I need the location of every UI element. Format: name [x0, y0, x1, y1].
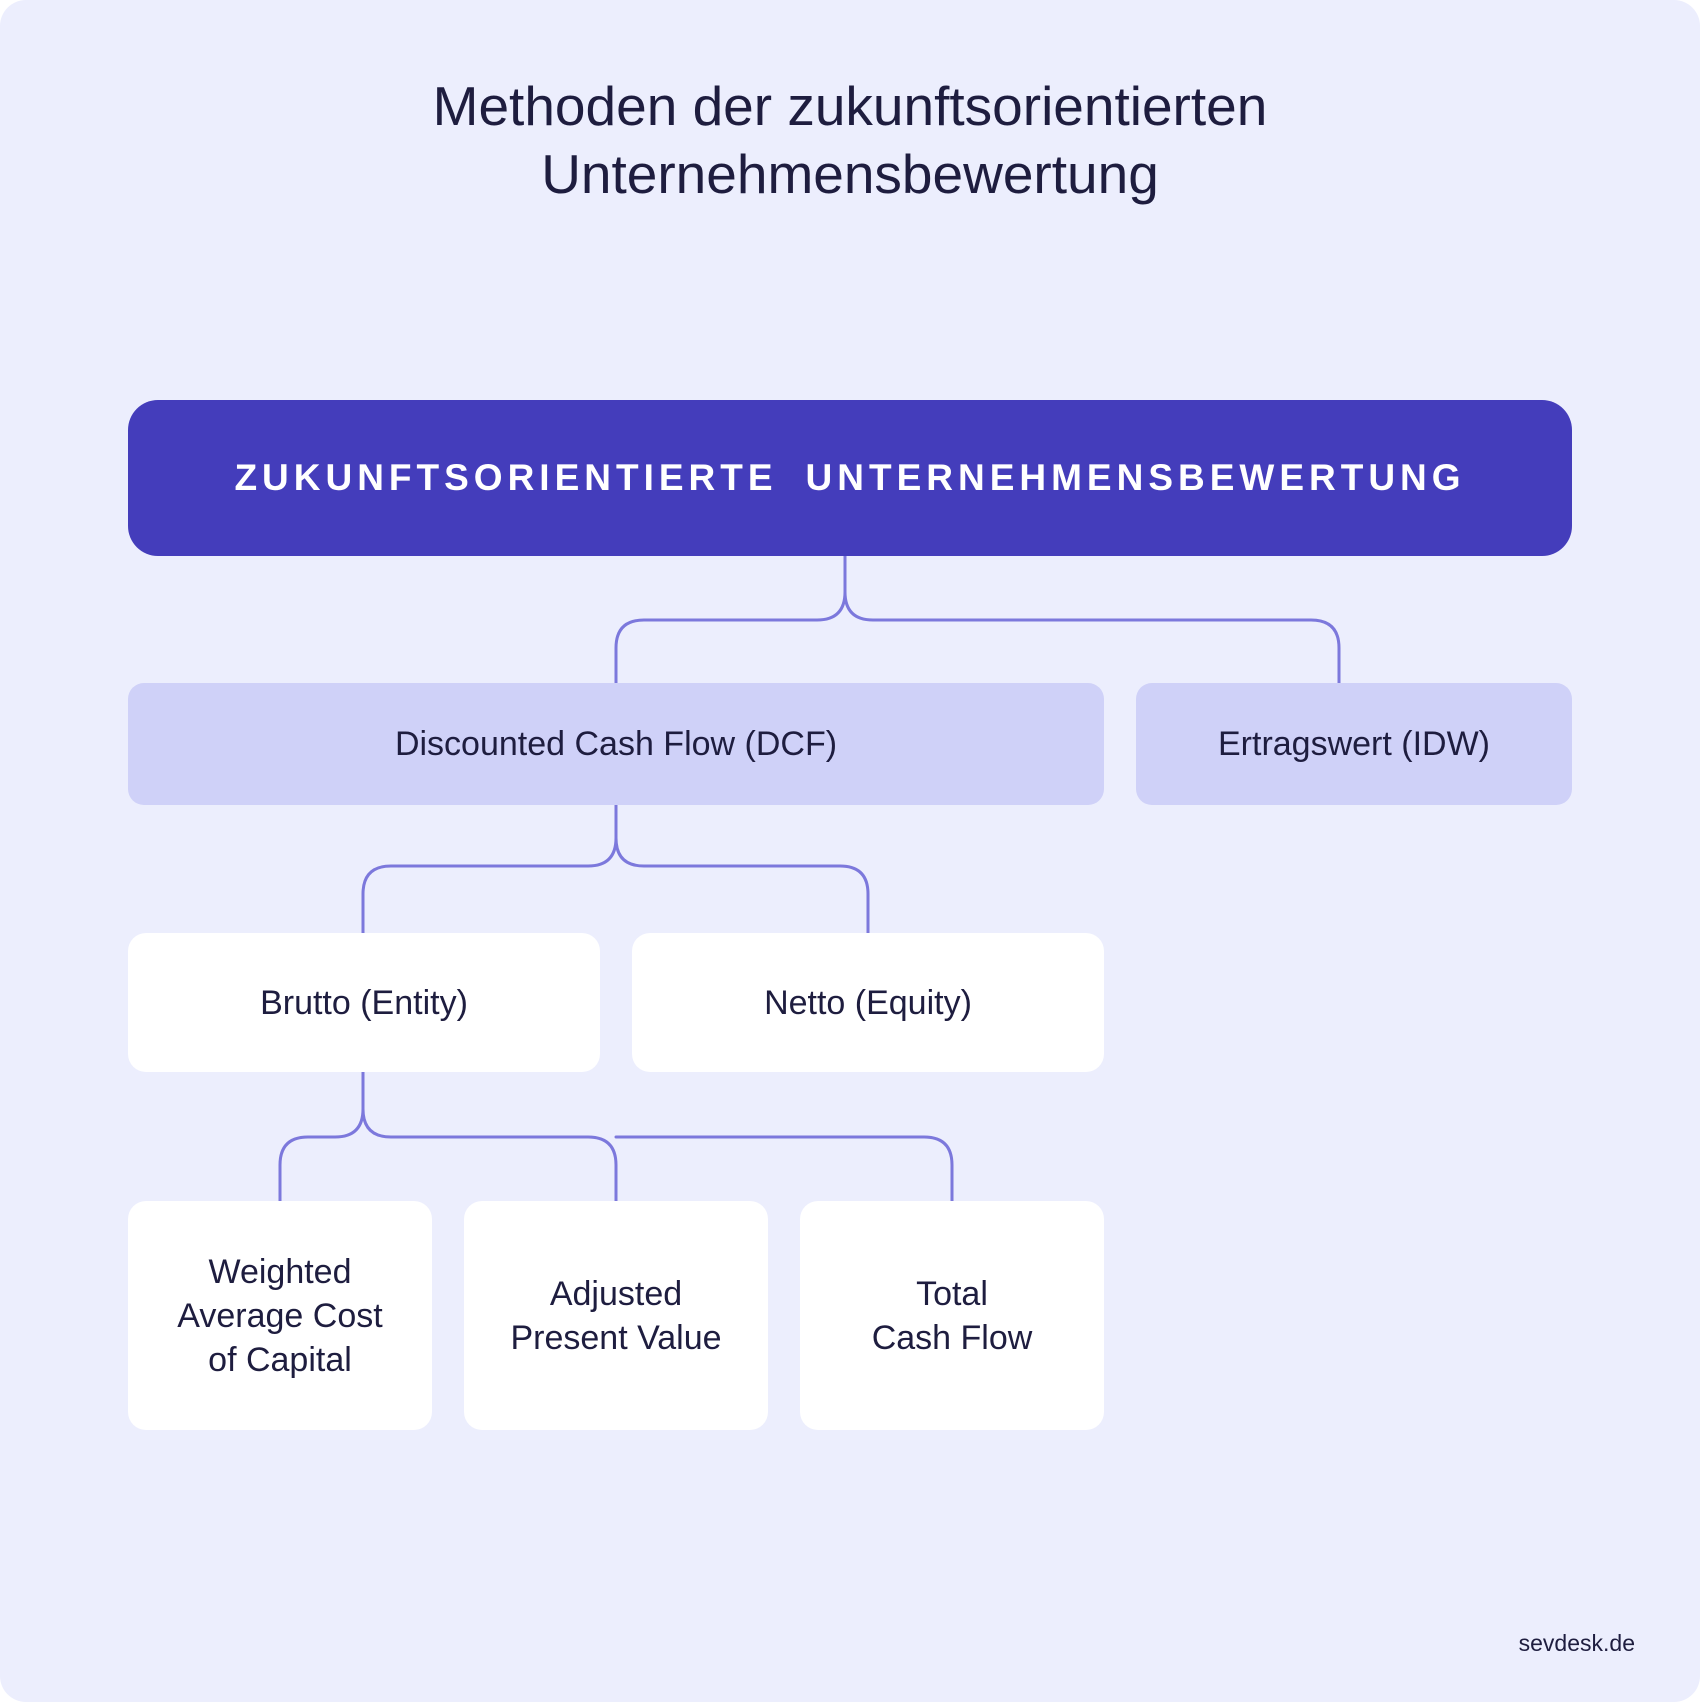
netto-box: Netto (Equity) — [632, 933, 1104, 1072]
brutto-label: Brutto (Entity) — [260, 983, 468, 1022]
connector-brutto-to-apv — [361, 1107, 618, 1203]
title-line-1: Methoden der zukunftsorientierten — [432, 75, 1268, 137]
wacc-label-line-3: of Capital — [208, 1340, 352, 1379]
dcf-label: Discounted Cash Flow (DCF) — [394, 724, 838, 763]
root-label-word-2: UNTERNEHMENSBEWERTUNG — [805, 457, 1466, 498]
idw-box: Ertragswert (IDW) — [1136, 683, 1572, 805]
dcf-box: Discounted Cash Flow (DCF) — [128, 683, 1104, 805]
connector-brutto-to-wacc — [278, 1070, 365, 1203]
connector-root-to-dcf — [614, 554, 847, 685]
connector-brutto-to-tcf — [614, 1135, 954, 1203]
connector-root-to-idw — [843, 590, 1341, 685]
apv-label-line-2: Present Value — [510, 1318, 722, 1357]
tcf-box: Total Cash Flow — [800, 1201, 1104, 1430]
root-box: ZUKUNFTSORIENTIERTE UNTERNEHMENSBEWERTUNG — [128, 400, 1572, 556]
tcf-label-line-2: Cash Flow — [871, 1318, 1033, 1357]
apv-label-line-1: Adjusted — [549, 1274, 683, 1313]
wacc-box: Weighted Average Cost of Capital — [128, 1201, 432, 1430]
wacc-label-line-2: Average Cost — [177, 1296, 383, 1335]
root-label-word-1: ZUKUNFTSORIENTIERTE — [234, 457, 778, 498]
tcf-label-line-1: Total — [916, 1274, 988, 1313]
footer-brand: sevdesk.de — [1518, 1630, 1635, 1656]
connector-dcf-to-netto — [614, 836, 870, 935]
page-title: Methoden der zukunftsorientierten Untern… — [0, 72, 1700, 208]
wacc-label-line-1: Weighted — [208, 1252, 352, 1291]
netto-label: Netto (Equity) — [764, 983, 972, 1022]
apv-box: Adjusted Present Value — [464, 1201, 768, 1430]
idw-label: Ertragswert (IDW) — [1218, 724, 1490, 763]
brutto-box: Brutto (Entity) — [128, 933, 600, 1072]
title-line-2: Unternehmensbewertung — [541, 143, 1159, 205]
connector-dcf-to-brutto — [361, 803, 618, 935]
